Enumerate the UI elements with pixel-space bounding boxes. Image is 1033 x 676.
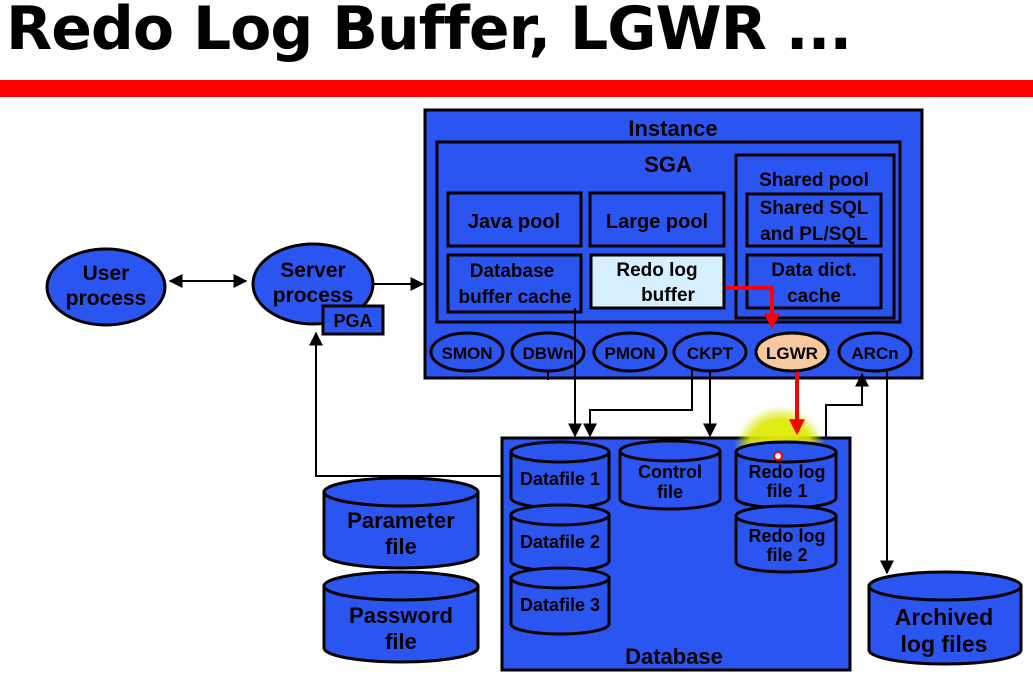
parameter-file-line2: file xyxy=(385,534,417,559)
shared-pool-label: Shared pool xyxy=(759,170,869,191)
pga-box xyxy=(321,304,385,336)
server-process-line2: process xyxy=(273,284,354,307)
db-buffer-cache-line1: Database xyxy=(470,261,555,282)
parameter-file-line1: Parameter xyxy=(347,508,455,533)
password-file-line1: Password xyxy=(349,603,453,628)
user-process-line2: process xyxy=(66,287,147,310)
archived-log-files-line1: Archived xyxy=(895,604,993,630)
cursor-dot xyxy=(773,451,783,461)
smon-label: SMON xyxy=(442,344,493,363)
control-file-line2: file xyxy=(657,482,683,502)
redo-log-file-2-line1: Redo log xyxy=(749,526,826,546)
java-pool-label: Java pool xyxy=(468,211,560,233)
lgwr-process xyxy=(754,331,830,373)
java-pool: Java pool xyxy=(446,191,583,248)
arcn-label: ARCn xyxy=(851,344,898,363)
datafile-2-label: Datafile 2 xyxy=(520,532,600,552)
db-buffer-cache-line2: buffer cache xyxy=(459,287,572,308)
connector-lines xyxy=(309,308,894,575)
shared-sql-box xyxy=(745,192,883,248)
user-process: User process xyxy=(45,247,167,327)
cylinder-labels: Datafile 1 Datafile 2 Datafile 3 Control… xyxy=(347,462,993,657)
data-dict-box xyxy=(745,253,883,310)
ckpt-label: CKPT xyxy=(687,344,734,363)
user-process-line1: User xyxy=(83,262,130,285)
dbwn-label: DBWn xyxy=(523,344,574,363)
database-label: Database xyxy=(625,644,723,669)
large-pool-label: Large pool xyxy=(606,211,708,233)
database-buffer-cache: Database buffer cache xyxy=(446,253,583,314)
large-pool: Large pool xyxy=(588,191,726,248)
arcn-process xyxy=(837,331,913,373)
file-cylinders xyxy=(322,439,1023,666)
shared-sql-line2: and PL/SQL xyxy=(760,224,868,245)
password-file-cylinder xyxy=(322,570,480,664)
archived-log-files-line2: log files xyxy=(901,631,988,657)
redo-to-arcn-line xyxy=(825,372,869,438)
control-file-cylinder xyxy=(618,439,722,511)
slide-title: Redo Log Buffer, LGWR ... xyxy=(6,0,852,64)
sga-label: SGA xyxy=(644,152,692,177)
title-underline xyxy=(0,80,1033,97)
datafile-3-label: Datafile 3 xyxy=(520,595,600,615)
redo-flow-arrows xyxy=(726,286,805,436)
datafile-2-cylinder xyxy=(509,503,611,573)
control-file-line1: Control xyxy=(638,462,702,482)
password-file-line2: file xyxy=(385,629,417,654)
redo-log-file-2-line2: file 2 xyxy=(766,545,807,565)
smon-process xyxy=(429,331,505,373)
shared-pool: Shared pool Shared SQL and PL/SQL Data d… xyxy=(734,153,896,320)
data-dict-line2: cache xyxy=(787,286,841,307)
redo-log-file-2-cylinder xyxy=(734,504,838,574)
background-processes: SMON DBWn PMON CKPT LGWR ARCn xyxy=(429,331,913,373)
redo-log-buffer-line1: Redo log xyxy=(616,260,697,281)
pmon-label: PMON xyxy=(605,344,656,363)
datafile-3-cylinder xyxy=(509,566,611,636)
pga-label: PGA xyxy=(333,311,372,331)
server-process: Server process PGA xyxy=(251,242,385,336)
redo-log-file-1-line1: Redo log xyxy=(749,462,826,482)
database-to-server-line xyxy=(309,331,502,477)
redo-log-file-1-cylinder xyxy=(734,440,838,510)
server-process-line1: Server xyxy=(280,259,345,282)
archived-log-files-cylinder xyxy=(867,570,1023,666)
redo-log-buffer: Redo log buffer xyxy=(589,253,726,310)
datafile-1-cylinder xyxy=(509,440,611,510)
buffer-to-lgwr-arrow xyxy=(726,286,780,330)
datafile-1-label: Datafile 1 xyxy=(520,469,600,489)
parameter-file-cylinder xyxy=(322,476,480,570)
shared-sql-line1: Shared SQL xyxy=(760,198,869,219)
lgwr-label: LGWR xyxy=(766,344,818,363)
instance-label: Instance xyxy=(628,116,717,141)
ckpt-to-datafile-line xyxy=(583,370,693,438)
redo-log-buffer-line2: buffer xyxy=(641,285,695,306)
pmon-process xyxy=(592,331,668,373)
data-dict-line1: Data dict. xyxy=(771,260,857,281)
redo-log-file-1-line2: file 1 xyxy=(766,481,807,501)
